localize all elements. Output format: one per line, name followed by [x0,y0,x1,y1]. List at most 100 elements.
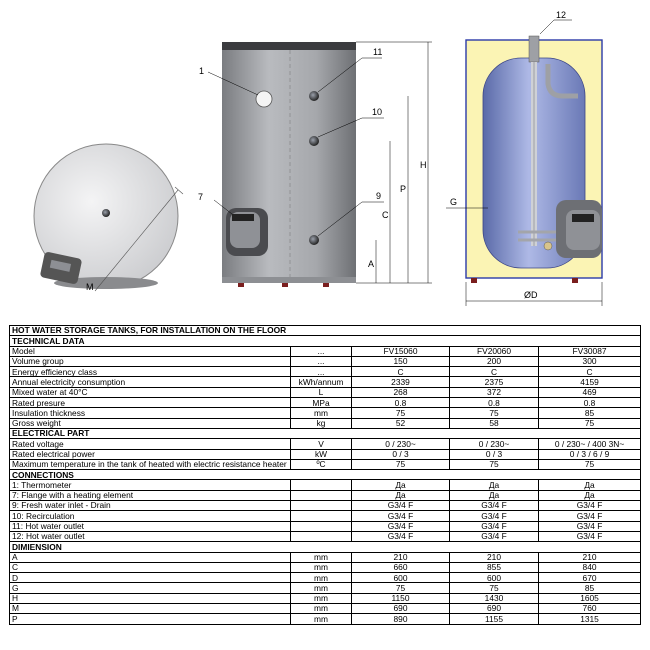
recirculation-port [309,136,319,146]
value-model-2: G3/4 F [449,520,539,532]
callout-1: 1 [199,66,204,76]
value-model-3: G3/4 F [537,500,642,512]
section-title: TECHNICAL DATA [8,335,642,347]
value-model-1: G3/4 F [351,520,450,532]
value-model-3: 1315 [537,613,642,625]
row-label: A [9,551,291,563]
value-model-3: FV30087 [537,345,642,357]
row-unit: mm [290,572,352,584]
row-label: H [9,592,291,605]
value-model-2: 1430 [449,592,539,605]
value-model-3: 85 [537,407,642,419]
value-model-3: 300 [537,355,642,368]
row-label: 10: Recirculation [9,510,291,522]
value-model-1: 1150 [351,592,450,605]
value-model-1: 0 / 230~ [351,438,450,450]
value-model-2: 0 / 3 [449,448,539,460]
value-model-3: 75 [537,417,642,429]
row-label: 9: Fresh water inlet - Drain [9,500,291,512]
value-model-3: G3/4 F [537,510,642,522]
value-model-2: 200 [449,355,539,368]
value-model-3: 469 [537,386,642,399]
section-header-row: ELECTRICAL PART [8,427,642,440]
value-model-1: Да [351,489,450,502]
value-model-2: 0 / 230~ [449,438,539,450]
callout-7: 7 [198,192,203,202]
value-model-2: 600 [449,572,539,584]
value-model-3: 210 [537,551,642,563]
row-label: M [9,603,291,615]
row-label: Rated voltage [9,438,291,450]
front-view: 1 7 11 10 9 A C P H [198,41,432,287]
row-unit [290,510,352,522]
row-unit: mm [290,582,352,594]
value-model-3: C [537,366,642,378]
top-port [102,209,110,217]
row-unit: mm [290,613,352,625]
dim-m-label: M [86,282,94,292]
section-title: CONNECTIONS [8,469,642,481]
dim-c-label: C [382,210,389,220]
value-model-1: 2339 [351,376,450,388]
row-label: 1: Thermometer [9,479,291,491]
row-unit: mm [290,603,352,615]
specifications-table: HOT WATER STORAGE TANKS, FOR INSTALLATIO… [8,324,642,625]
row-unit: ... [290,366,352,378]
row-unit: kW [290,448,352,460]
value-model-2: Да [449,489,539,502]
value-model-2: 372 [449,386,539,399]
value-model-3: Да [537,479,642,491]
value-model-3: Да [537,489,642,502]
value-model-3: 0.8 [537,397,642,409]
row-unit: ... [290,345,352,357]
row-unit: mm [290,592,352,605]
row-unit: mm [290,551,352,563]
top-view: M [33,143,184,292]
value-model-2: 0.8 [449,397,539,409]
row-label: Maximum temperature in the tank of heate… [9,458,291,471]
value-model-1: 660 [351,561,450,574]
row-label: Gross weight [9,417,291,429]
row-unit: L [290,386,352,399]
row-unit: MPa [290,397,352,409]
value-model-1: 0.8 [351,397,450,409]
row-unit [290,500,352,512]
value-model-2: FV20060 [449,345,539,357]
value-model-1: 268 [351,386,450,399]
row-label: Energy efficiency class [9,366,291,378]
row-unit: ... [290,355,352,368]
row-label: 12: Hot water outlet [9,530,291,543]
value-model-3: 670 [537,572,642,584]
row-label: 11: Hot water outlet [9,520,291,532]
dim-g-label: G [450,197,457,207]
value-model-3: 85 [537,582,642,594]
table-title-row: HOT WATER STORAGE TANKS, FOR INSTALLATIO… [8,324,642,337]
dim-p-label: P [400,184,406,194]
value-model-1: G3/4 F [351,500,450,512]
section-header-row: DIMIENSION [8,541,642,553]
hot-water-outlet-port [309,91,319,101]
value-model-1: G3/4 F [351,510,450,522]
row-label: Annual electricity consumption [9,376,291,388]
value-model-1: 52 [351,417,450,429]
value-model-2: G3/4 F [449,510,539,522]
value-model-2: G3/4 F [449,530,539,543]
callout-12: 12 [556,10,566,20]
row-label: P [9,613,291,625]
value-model-1: Да [351,479,450,491]
section-view: 12 G ØD [446,10,603,306]
table-title: HOT WATER STORAGE TANKS, FOR INSTALLATIO… [8,324,642,337]
row-label: Insulation thickness [9,407,291,419]
row-unit: V [290,438,352,450]
value-model-2: G3/4 F [449,500,539,512]
